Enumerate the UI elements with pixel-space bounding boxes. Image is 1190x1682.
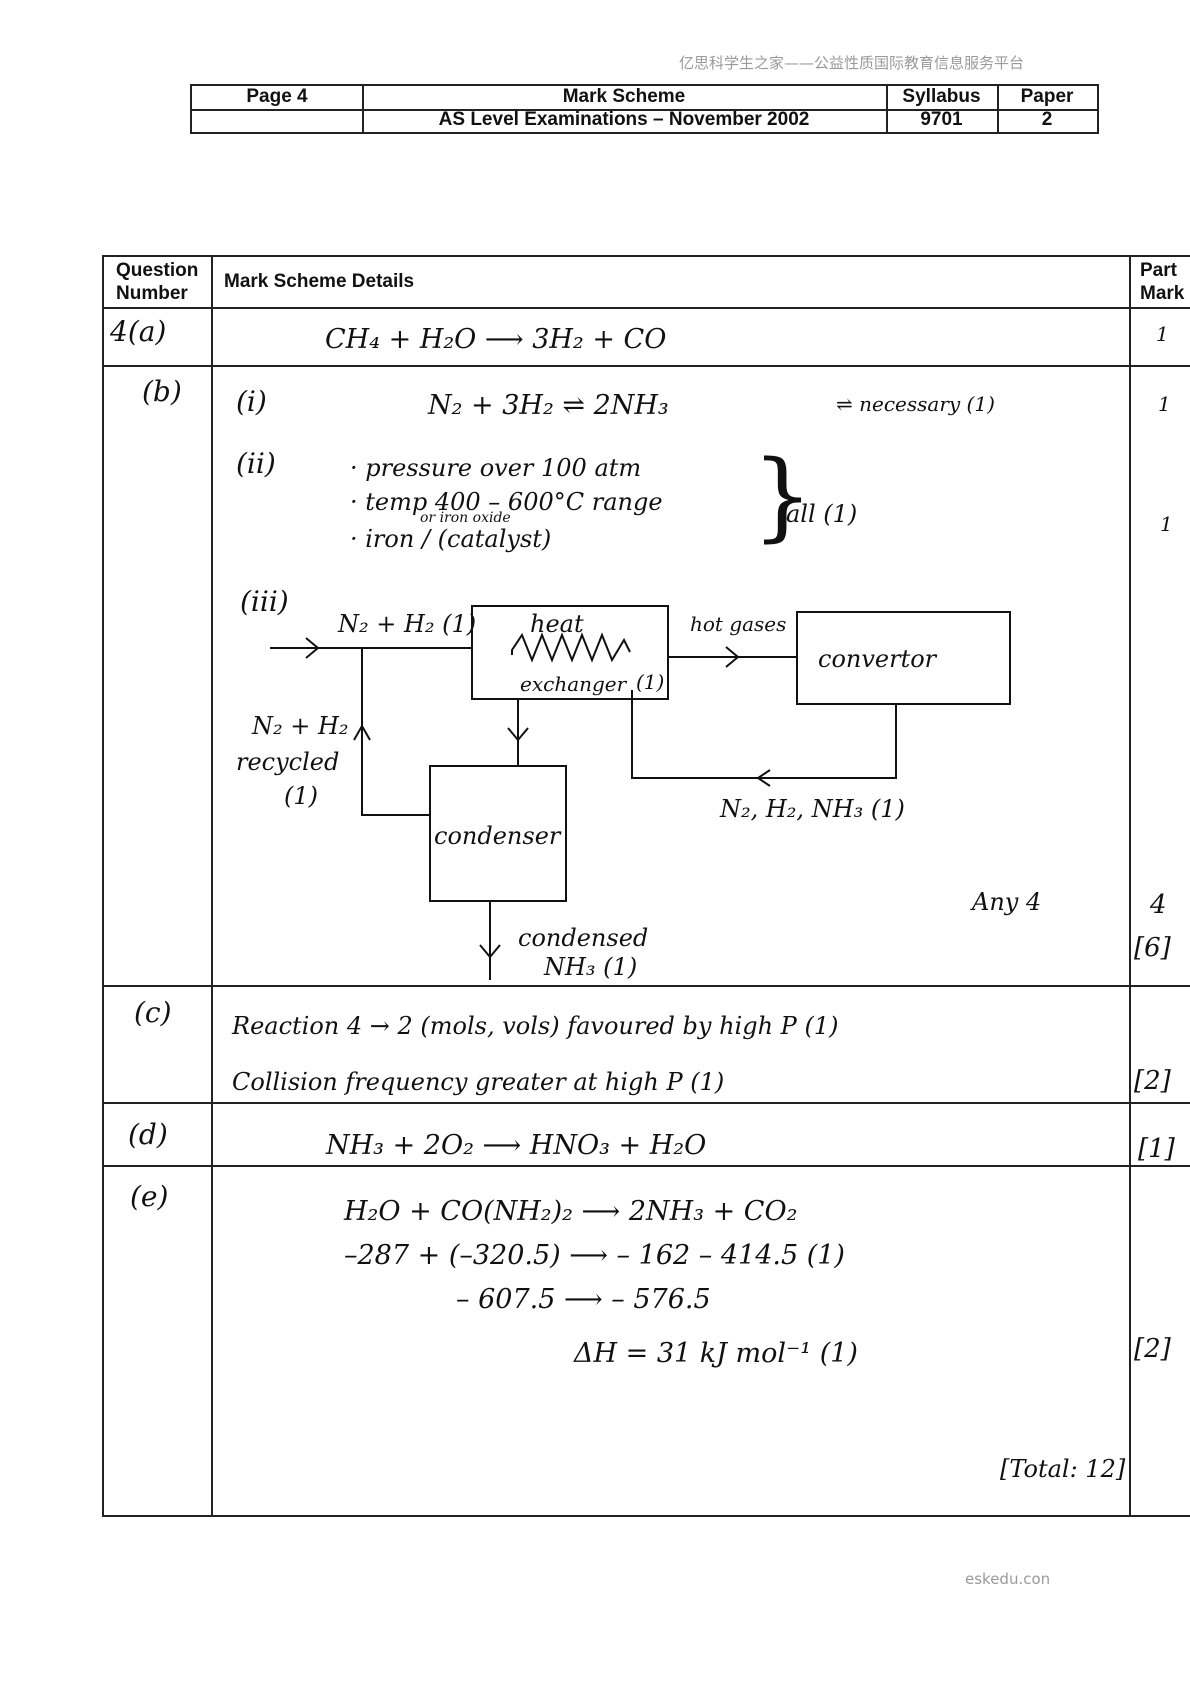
q4d-total: [1]	[1138, 1134, 1175, 1164]
condenser-box	[429, 765, 567, 902]
q4c-label: (c)	[134, 996, 172, 1029]
q4d-label: (d)	[128, 1118, 168, 1151]
col-question-1: Question	[116, 260, 199, 281]
recycled-line-1: N₂ + H₂	[252, 712, 349, 740]
q4b-ii-mark: 1	[1160, 512, 1173, 536]
q4a-equation: CH₄ + H₂O ⟶ 3H₂ + CO	[325, 324, 667, 355]
q4b-ii-insert: or iron oxide	[420, 510, 511, 526]
watermark-top: 亿思科学生之家——公益性质国际教育信息服务平台	[679, 54, 1025, 72]
q4b-i-note: ⇌ necessary (1)	[836, 392, 995, 416]
q4b-i-mark: 1	[1158, 392, 1171, 416]
q4b-iii-label: (iii)	[240, 585, 289, 618]
any-4: Any 4	[972, 888, 1042, 916]
q4e-total: [2]	[1134, 1334, 1171, 1364]
condensed-line-2: NH₃ (1)	[544, 953, 638, 981]
q4e-label: (e)	[130, 1180, 169, 1213]
q4b-i-label: (i)	[236, 385, 267, 418]
header-paper-value: 2	[1041, 109, 1053, 130]
col-question-2: Number	[116, 283, 188, 304]
header-syllabus-value: 9701	[920, 109, 963, 130]
q4b-iii-mark: 4	[1150, 890, 1167, 920]
q4b-ii-point-3: · iron / (catalyst)	[350, 525, 552, 553]
heat-exchanger-top: heat	[530, 610, 584, 638]
header-page: Page 4	[246, 86, 308, 107]
heat-exchanger-mark: (1)	[636, 670, 665, 694]
grand-total: [Total: 12]	[1000, 1455, 1126, 1483]
q4b-ii-label: (ii)	[236, 447, 276, 480]
convertor-label: convertor	[818, 645, 937, 673]
header-syllabus-label: Syllabus	[902, 86, 981, 107]
heat-exchanger-box	[471, 605, 669, 700]
q4b-total: [6]	[1134, 933, 1171, 963]
q4a-mark: 1	[1156, 322, 1169, 346]
q4b-i-equation: N₂ + 3H₂ ⇌ 2NH₃	[428, 390, 669, 421]
feed-label: N₂ + H₂ (1)	[338, 610, 477, 638]
q4e-line-3: – 607.5 ⟶ – 576.5	[456, 1284, 711, 1315]
q4b-ii-all: all (1)	[786, 500, 858, 528]
return-gases-label: N₂, H₂, NH₃ (1)	[720, 795, 905, 823]
col-details: Mark Scheme Details	[224, 271, 415, 292]
q4b-ii-point-1: · pressure over 100 atm	[350, 454, 642, 482]
q4b-ii-brace: }	[752, 440, 814, 552]
condensed-line-1: condensed	[518, 924, 649, 952]
col-mark-1: Part	[1140, 260, 1177, 281]
convertor-box	[796, 611, 1011, 705]
q4b-ii-point-2: · temp 400 – 600°C range	[350, 488, 663, 516]
q4c-line-1: Reaction 4 → 2 (mols, vols) favoured by …	[232, 1012, 839, 1040]
q4c-total: [2]	[1134, 1066, 1171, 1096]
col-mark-2: Mark	[1140, 283, 1185, 304]
header-title-1: Mark Scheme	[562, 86, 686, 107]
q4a-label: 4(a)	[110, 315, 167, 348]
q4c-line-2: Collision frequency greater at high P (1…	[232, 1068, 725, 1096]
header-paper-label: Paper	[1020, 86, 1074, 107]
header-table: Page 4 Mark Scheme AS Level Examinations…	[190, 84, 1099, 134]
hot-gases-label: hot gases	[690, 612, 787, 636]
q4e-line-4: ΔH = 31 kJ mol⁻¹ (1)	[574, 1338, 858, 1369]
mark-scheme-table: Question Number Mark Scheme Details Part…	[102, 255, 1190, 1517]
heat-exchanger-bottom: exchanger	[520, 672, 627, 696]
watermark-bottom: eskedu.con	[965, 1570, 1051, 1588]
q4e-line-2: –287 + (–320.5) ⟶ – 162 – 414.5 (1)	[344, 1240, 845, 1271]
q4e-line-1: H₂O + CO(NH₂)₂ ⟶ 2NH₃ + CO₂	[344, 1196, 798, 1227]
q4d-equation: NH₃ + 2O₂ ⟶ HNO₃ + H₂O	[326, 1130, 707, 1161]
q4b-label: (b)	[142, 375, 182, 408]
recycled-line-3: (1)	[284, 782, 318, 810]
condenser-label: condenser	[434, 822, 561, 850]
header-title-2: AS Level Examinations – November 2002	[438, 109, 810, 130]
recycled-line-2: recycled	[236, 748, 340, 776]
